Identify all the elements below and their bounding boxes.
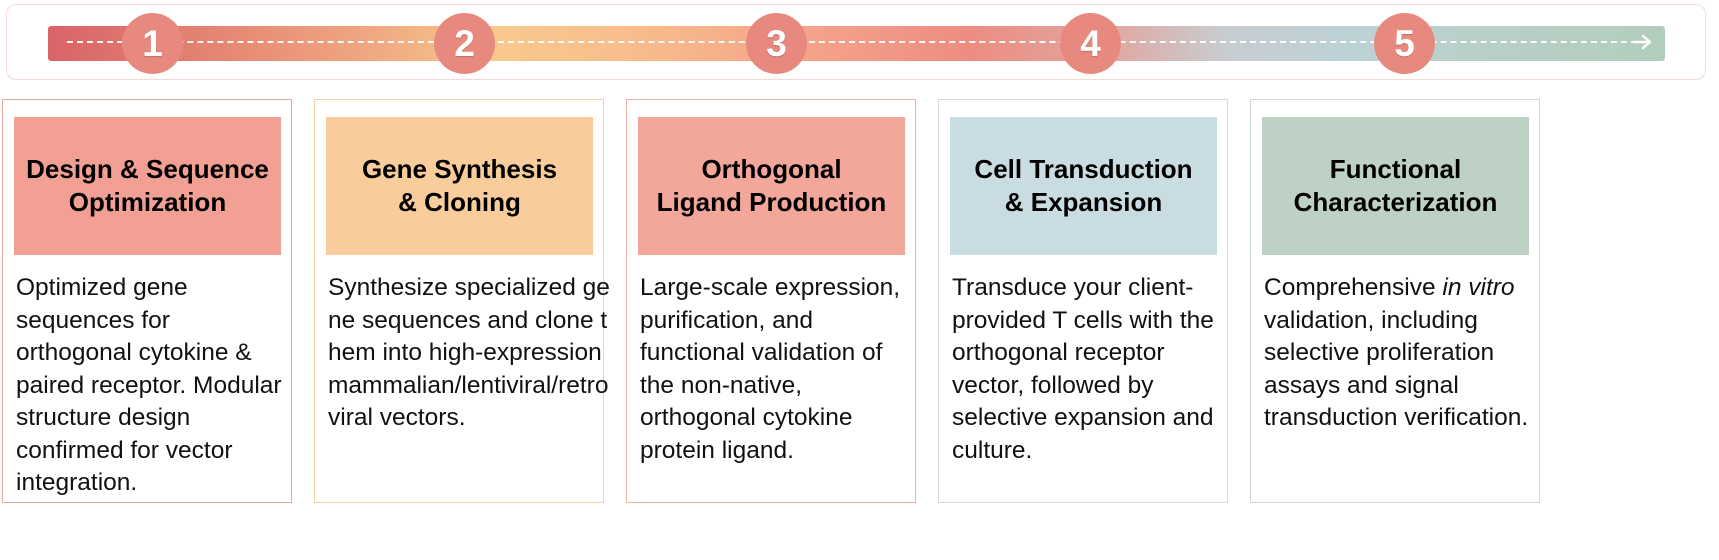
card-5-description-emphasis: in vitro: [1442, 274, 1515, 301]
card-1-description-text: Optimized gene sequences for orthogonal …: [16, 274, 282, 497]
card-4-description-text: Transduce your client-provided T cells w…: [952, 274, 1214, 464]
workflow-card-2[interactable]: Gene Synthesis & Cloning Synthesize spec…: [314, 99, 610, 503]
timeline-step-1[interactable]: 1: [122, 13, 183, 74]
card-3-description-text: Large-scale expression, purification, an…: [640, 274, 901, 464]
timeline-dashed-line: [67, 41, 1637, 43]
workflow-card-3[interactable]: Orthogonal Ligand Production Large-scale…: [626, 99, 916, 503]
arrow-right-icon: [1632, 31, 1654, 53]
timeline-band: 1 2 3 4 5: [6, 4, 1706, 80]
card-2-description: Synthesize specialized gene sequences an…: [328, 272, 610, 435]
card-1-title: Design & Sequence Optimization: [14, 117, 281, 255]
card-5-description: Comprehensive in vitro validation, inclu…: [1264, 272, 1564, 435]
timeline-step-5[interactable]: 5: [1374, 13, 1435, 74]
card-4-description: Transduce your client-provided T cells w…: [952, 272, 1220, 467]
timeline-step-3[interactable]: 3: [746, 13, 807, 74]
card-5-title: Functional Characterization: [1262, 117, 1529, 255]
card-5-description-suffix: validation, including selective prolifer…: [1264, 306, 1529, 432]
workflow-card-5[interactable]: Functional Characterization Comprehensiv…: [1250, 99, 1540, 503]
workflow-card-row: Design & Sequence Optimization Optimized…: [0, 99, 1719, 504]
card-3-description: Large-scale expression, purification, an…: [640, 272, 908, 467]
workflow-card-4[interactable]: Cell Transduction & Expansion Transduce …: [938, 99, 1228, 503]
card-2-description-text: Synthesize specialized gene sequences an…: [328, 274, 610, 432]
workflow-card-1[interactable]: Design & Sequence Optimization Optimized…: [2, 99, 292, 503]
timeline-step-4[interactable]: 4: [1060, 13, 1121, 74]
card-2-title: Gene Synthesis & Cloning: [326, 117, 593, 255]
timeline-step-2[interactable]: 2: [434, 13, 495, 74]
card-4-title: Cell Transduction & Expansion: [950, 117, 1217, 255]
card-3-title: Orthogonal Ligand Production: [638, 117, 905, 255]
card-1-description: Optimized gene sequences for orthogonal …: [16, 272, 284, 500]
card-5-description-prefix: Comprehensive: [1264, 274, 1443, 301]
